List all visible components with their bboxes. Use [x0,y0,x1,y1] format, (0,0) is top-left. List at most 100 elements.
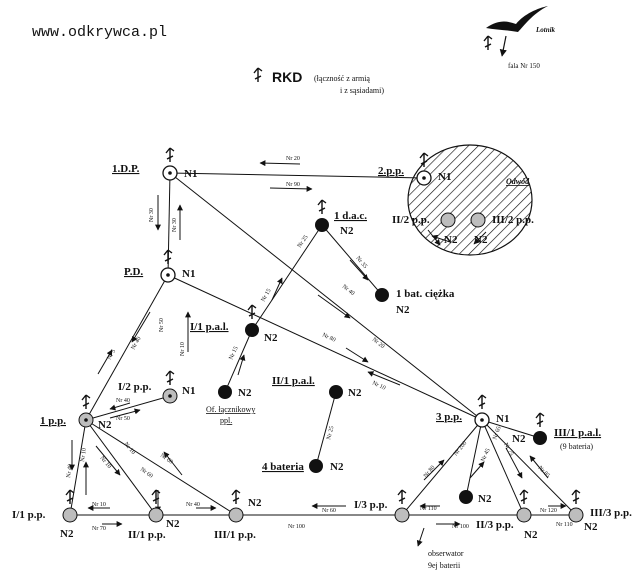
signal-arrows [69,160,567,547]
signal-label: Nr 15 [261,288,273,303]
node-dac [315,218,329,232]
signal-label: Nr 110 [420,506,437,512]
signal-label: Nr 100 [288,524,305,530]
signal-label: Nr 10 [371,380,386,391]
key-n2: N2 [444,234,458,246]
antenna-icon [483,35,493,51]
signal-label: Nr 15 [228,346,239,361]
key-n2: N2 [340,225,354,237]
antenna-icon [519,489,529,505]
node-ii1pal [329,385,343,399]
antenna-icon [397,489,407,505]
signal-label: Nr 200 [453,441,468,458]
signal-label: Nr 60 [139,467,154,480]
signal-label: Nr 5 [107,349,118,361]
label-i1: I/1 p.p. [12,509,46,521]
signal-label: Nr 100 [452,524,469,530]
node-i3 [394,507,410,523]
node-ii3 [516,507,532,523]
key-n1: N1 [438,171,451,183]
signal-label: Nr 40 [66,464,74,479]
signal-label: Nr 20 [371,337,386,350]
key-n2: N2 [238,387,252,399]
signal-label: Nr 60 [159,453,174,466]
key-n1: N1 [184,168,197,180]
label-liaison-officer: Of. łącznikowy [206,405,255,414]
signal-label: Nr 10 [122,441,135,455]
signal-label: Nr 40 [186,502,200,508]
key-n2: N2 [98,419,112,431]
lotnik-frequency: fala Nr 150 [508,62,540,70]
signal-label: Nr 30 [149,208,155,222]
rkd-label: RKD [272,69,302,85]
reserve-area [407,144,533,256]
key-n2: N2 [166,518,180,530]
key-n2: N2 [584,521,598,533]
key-n1: N1 [182,385,195,397]
label-ii1: II/1 p.p. [128,529,166,541]
node-heavy-battery [375,288,389,302]
signal-label: Nr 10 [180,342,186,356]
label-3pp: 3 p.p. [436,411,462,423]
label-2pp: 2.p.p. [378,165,404,177]
label-observer-2: 9ej baterii [428,561,461,570]
label-liaison-officer-2: ppl. [220,416,232,425]
signal-label: Nr 50 [159,318,165,332]
signal-label: Nr 90 [286,182,300,188]
key-n2: N2 [396,304,410,316]
label-ii2: II/2 p.p. [392,214,430,226]
key-n2: N2 [248,497,262,509]
node-iii2 [470,212,486,228]
signal-label: Nr 60 [322,508,336,514]
key-n2: N2 [348,387,362,399]
reserve-label: Odwód [506,177,530,186]
label-1dp: 1.D.P. [112,163,140,175]
label-i2: I/2 p.p. [118,381,152,393]
links [69,172,577,516]
antenna-icon [151,489,161,505]
label-ii3: II/3 p.p. [476,519,514,531]
signal-label: Nr 50 [116,416,130,422]
node-iii1pal [533,431,547,445]
key-n2: N2 [330,461,344,473]
signal-label: Nr 10 [92,502,106,508]
lotnik-label: Lotnik [535,26,556,34]
key-n2: N2 [524,529,538,541]
label-iii2: III/2 p.p. [492,214,534,226]
antenna-icon [317,199,327,215]
antenna-icon [535,412,545,428]
watermark-text: www.odkrywca.pl [32,24,167,41]
antenna-icon [165,370,175,386]
antenna-icon [81,394,91,410]
label-iii1: III/1 p.p. [214,529,256,541]
signal-label: Nr 80 [321,332,336,343]
key-n1: N1 [182,268,195,280]
label-i1pal: I/1 p.a.l. [190,321,229,333]
key-n2: N2 [512,433,526,445]
node-observer-battery [459,490,473,504]
signal-label: Nr 40 [116,398,130,404]
signal-label: Nr 40 [341,284,356,297]
antenna-icon [231,489,241,505]
key-n2: N2 [474,234,488,246]
label-pd: P.D. [124,266,143,278]
label-i3: I/3 p.p. [354,499,388,511]
label-battery-4: 4 bateria [262,461,304,473]
antenna-icon [571,489,581,505]
node-ii2 [440,212,456,228]
label-ii1pal: II/1 p.a.l. [272,375,315,387]
label-iii1pal: III/1 p.a.l. [554,427,601,439]
label-heavy-battery: 1 bat. ciężka [396,288,455,300]
label-observer-1: obserwator [428,549,464,558]
label-iii3: III/3 p.p. [590,507,632,519]
airplane-icon [486,6,548,32]
rkd-note-line1: (łączność z armią [314,74,370,83]
node-iii1 [228,507,244,523]
antenna-icon [165,147,175,163]
signal-label: Nr 120 [540,508,557,514]
label-1pp: 1 p.p. [40,415,66,427]
node-ii1 [148,507,164,523]
node-liaison-officer [218,385,232,399]
